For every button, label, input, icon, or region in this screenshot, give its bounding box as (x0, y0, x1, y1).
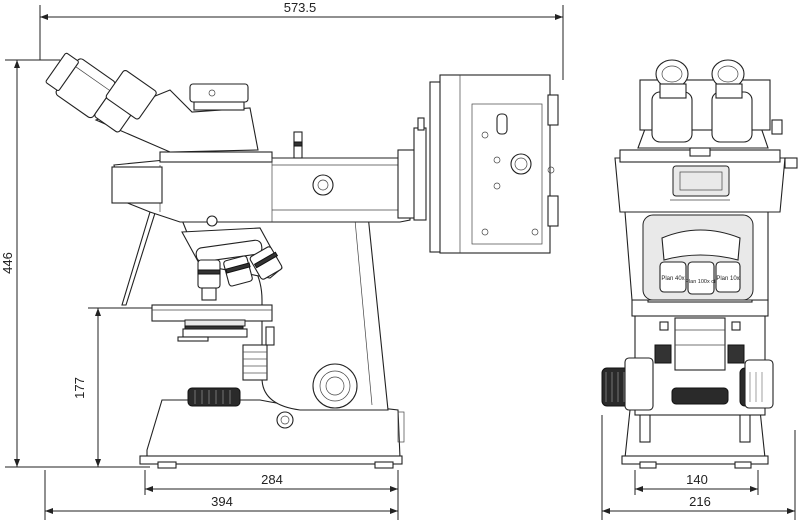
lamp-adjust-knob (510, 153, 532, 175)
front-stage-block (674, 317, 726, 371)
head-front (111, 166, 163, 204)
dim-total-width: 573.5 (284, 0, 317, 15)
coarse-focus-knob (187, 387, 241, 407)
side-button (276, 411, 294, 429)
objective-label-left: Plan 40x (661, 276, 684, 282)
side-foot-right (374, 461, 394, 469)
dimension-lines (5, 5, 796, 520)
condenser (182, 328, 248, 338)
reflector-arm (121, 211, 156, 306)
objectives (197, 246, 283, 301)
front-eyepieces (651, 59, 753, 143)
objective-label-right: Plan 10x (716, 276, 739, 282)
head-knob (312, 174, 334, 196)
lamphouse (439, 74, 551, 254)
stage (151, 304, 273, 322)
front-coarse-knob (671, 387, 729, 405)
front-view: Plan 40x Plan 100x oil Plan 10x (601, 59, 798, 469)
stage-holder (184, 319, 246, 327)
focus-knob-outer (312, 363, 358, 409)
dim-base-width: 284 (261, 472, 283, 487)
front-display (672, 165, 730, 197)
side-view (45, 52, 559, 469)
stage-knob (242, 344, 268, 381)
dim-front-base-width: 140 (686, 472, 708, 487)
camera-port (189, 83, 249, 103)
objective-label-middle: Plan 100x oil (685, 279, 717, 285)
side-base-plate (139, 455, 403, 465)
dim-front-total-width: 216 (689, 494, 711, 509)
dim-base-depth: 394 (211, 494, 233, 509)
side-foot-left (157, 461, 177, 469)
dim-stage-height: 177 (72, 377, 87, 399)
dim-total-height: 446 (0, 252, 15, 274)
